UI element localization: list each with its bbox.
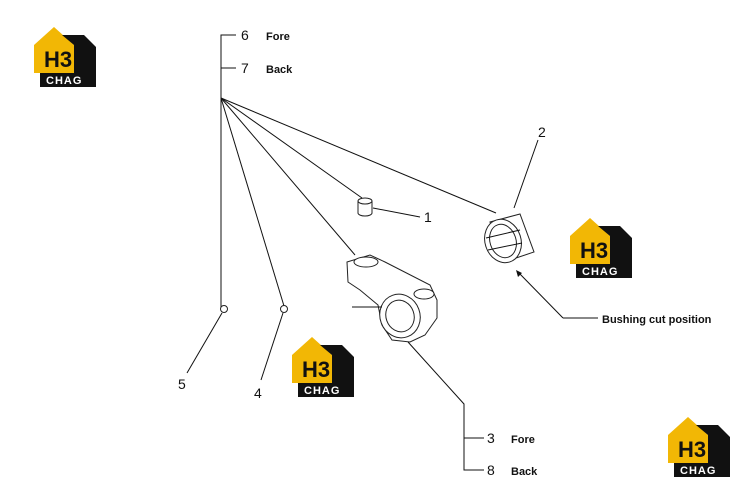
callout-3-label: Fore <box>511 434 535 446</box>
brand-logo: H3 CHAG <box>570 218 632 278</box>
brand-logo: H3 CHAG <box>34 27 96 87</box>
brand-logo: H3 CHAG <box>292 337 354 397</box>
callout-7-number: 7 <box>241 60 249 76</box>
callout-5-number: 5 <box>178 376 186 392</box>
brand-logo: H3 CHAG <box>668 417 730 477</box>
callout-6-number: 6 <box>241 27 249 43</box>
part-3-connecting-rod <box>346 254 484 471</box>
callout-2-number: 2 <box>538 124 546 140</box>
part-2-bushing <box>484 139 598 319</box>
logo-mark: H3 <box>302 357 330 382</box>
part-4-nut <box>260 305 288 381</box>
logo-text: CHAG <box>46 75 82 87</box>
callout-8-number: 8 <box>487 462 495 478</box>
callout-6-label: Fore <box>266 31 290 43</box>
part-5-nut <box>186 305 228 374</box>
part-1-sleeve <box>357 197 421 218</box>
callout-4-number: 4 <box>254 385 262 401</box>
callout-bracket-top <box>220 34 497 310</box>
callout-7-label: Back <box>266 64 293 76</box>
callout-8-label: Back <box>511 466 538 478</box>
callout-3-number: 3 <box>487 430 495 446</box>
logo-text: CHAG <box>680 465 716 477</box>
logo-mark: H3 <box>44 47 72 72</box>
bushing-cut-note: Bushing cut position <box>602 314 712 326</box>
callout-1-number: 1 <box>424 209 432 225</box>
logo-mark: H3 <box>580 238 608 263</box>
logo-mark: H3 <box>678 437 706 462</box>
logo-text: CHAG <box>304 385 340 397</box>
logo-text: CHAG <box>582 266 618 278</box>
